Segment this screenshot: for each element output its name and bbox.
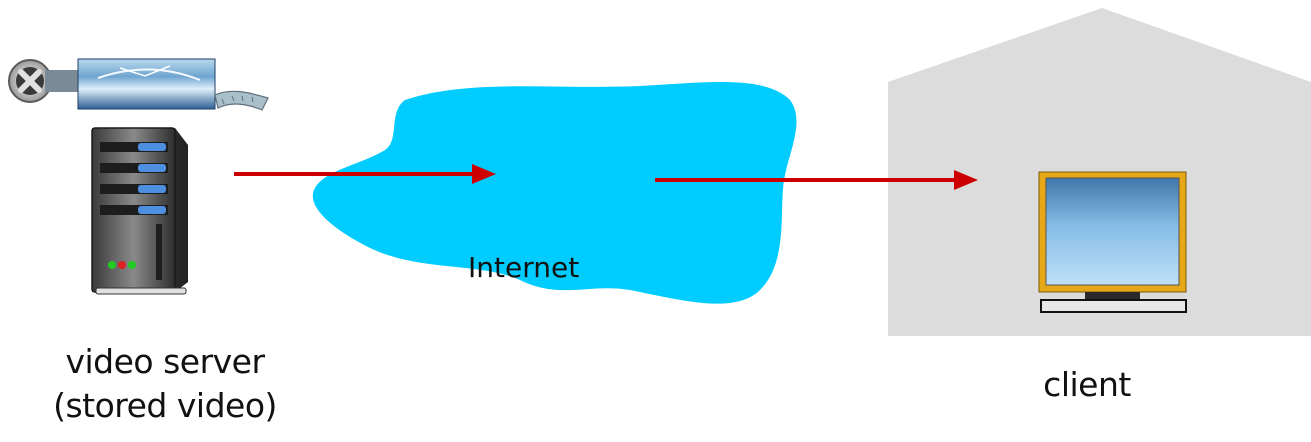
client-label: client (1012, 363, 1162, 407)
monitor-icon (1039, 172, 1186, 312)
internet-label: Internet (468, 250, 579, 286)
server-tower-icon (92, 128, 188, 294)
film-reel-icon (9, 60, 80, 102)
server-label-line1: video server (30, 340, 300, 384)
video-frame-icon (78, 59, 268, 110)
server-label: video server (stored video) (30, 340, 300, 428)
server-label-line2: (stored video) (30, 384, 300, 428)
